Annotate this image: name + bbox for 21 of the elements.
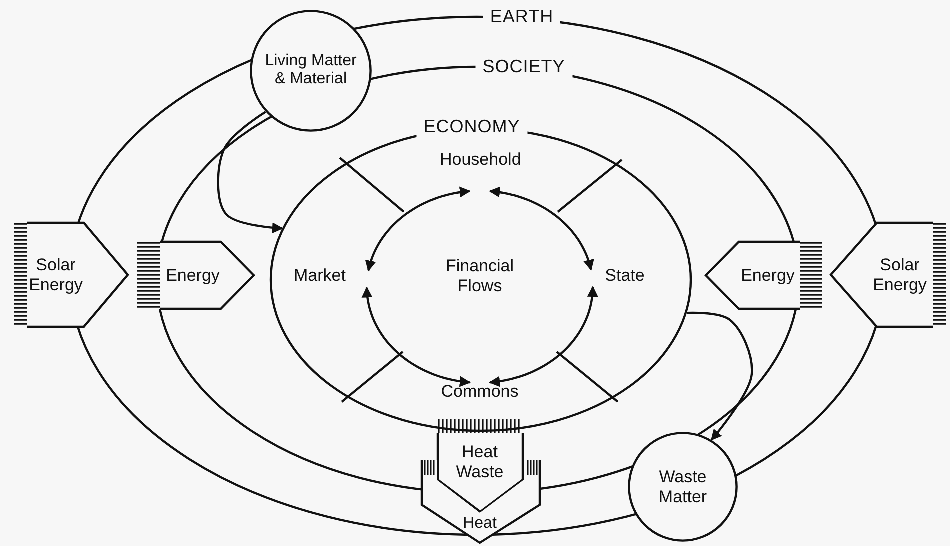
- arrow: [489, 286, 598, 388]
- arrow: [489, 186, 594, 271]
- sector-label: State: [604, 266, 646, 286]
- ring-label: SOCIETY: [476, 56, 572, 78]
- shape-label: Solar Energy: [28, 255, 84, 295]
- sector-label: Market: [293, 266, 347, 286]
- arrow: [686, 312, 754, 441]
- shape-label: Energy: [740, 266, 796, 286]
- sector-label: Financial Flows: [444, 256, 516, 296]
- shape-label: Heat: [462, 514, 498, 534]
- shape-label: Energy: [165, 266, 221, 286]
- shape-label: Heat Waste: [455, 442, 505, 482]
- sector-label: Commons: [440, 382, 520, 402]
- shape-label: Living Matter & Material: [264, 52, 358, 90]
- shape-label: Solar Energy: [872, 255, 928, 295]
- arrow: [217, 111, 284, 234]
- ring-label: ECONOMY: [416, 116, 528, 138]
- arrow: [362, 286, 471, 388]
- shape-label: Waste Matter: [658, 467, 708, 507]
- sector-label: Household: [440, 150, 520, 170]
- arrow: [365, 186, 471, 272]
